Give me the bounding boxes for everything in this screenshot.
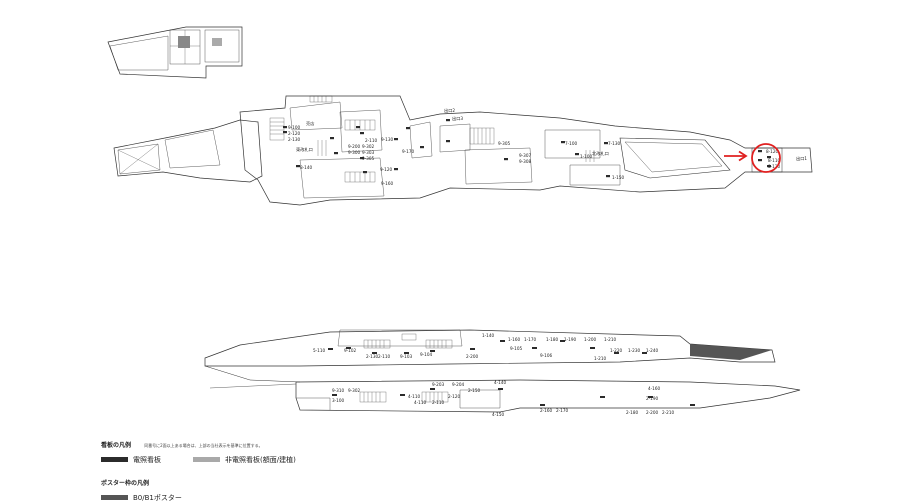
board-code: 9-105 <box>510 346 523 351</box>
board-code: 1-150 <box>612 175 625 180</box>
platform-lower-labels: 9-310 9-302 9-203 9-204 4-110 3-100 4-11… <box>332 380 675 417</box>
board-code: 9-100 <box>288 125 301 130</box>
board-code: 9-106 <box>540 353 553 358</box>
lit-board-swatch-icon <box>101 457 128 462</box>
unlit-board-swatch-icon <box>193 457 220 462</box>
board-code: 9-305 <box>362 156 375 161</box>
board-code: 7-130 <box>608 141 621 146</box>
board-code: 1-160 <box>508 337 521 342</box>
arrowhead-icon <box>738 150 748 162</box>
board-code: 1-220 <box>610 348 623 353</box>
platform-board-markers <box>328 340 695 406</box>
board-code: 1-140 <box>482 333 495 338</box>
board-code: 3-100 <box>332 398 345 403</box>
board-code: 1-210 <box>594 356 607 361</box>
board-code: 9-130 <box>381 137 394 142</box>
board-code: 9-170 <box>402 149 415 154</box>
board-code: 2-200 <box>466 354 479 359</box>
board-code: 9-308 <box>519 159 532 164</box>
platform-plan <box>204 329 801 413</box>
unlit-board-label: 非電照看板(額面/建植) <box>225 456 296 464</box>
board-code: 2-120 <box>288 131 301 136</box>
board-code: 9-104 <box>420 352 433 357</box>
board-code: 4-140 <box>494 380 507 385</box>
board-code: 5-110 <box>313 348 326 353</box>
board-code: 9-303 <box>362 150 375 155</box>
exit-label: 出口2 <box>444 107 455 114</box>
board-code: 2-120 <box>448 394 461 399</box>
board-code: 9-200 <box>348 144 361 149</box>
poster-swatch-icon <box>101 495 128 500</box>
board-code: 2-160 <box>540 408 553 413</box>
board-code: 9-310 <box>332 388 345 393</box>
board-legend-note: 同番号に2面以上ある場合は、上部の当社表示を基準に位置する。 <box>144 443 263 448</box>
board-code: 9-302 <box>348 388 361 393</box>
highlight-marker <box>724 143 781 173</box>
board-code: 9-120 <box>380 167 393 172</box>
gate-label: 東改札口 <box>296 146 313 153</box>
board-code: 4-110 <box>408 394 421 399</box>
board-code: 2-110 <box>432 400 445 405</box>
poster-label: B0/B1ポスター <box>133 494 182 502</box>
legend-row-poster: B0/B1ポスター <box>101 492 431 504</box>
highlight-circle-icon <box>751 143 781 173</box>
board-code: 2-190 <box>646 396 659 401</box>
exit-label: 出口1 <box>796 155 807 162</box>
board-code: 2-200 <box>646 410 659 415</box>
board-code: 8-110 <box>768 158 781 163</box>
board-legend-title: 看板の凡例 <box>101 442 132 449</box>
board-code: 1-240 <box>646 348 659 353</box>
board-code: 2-110 <box>378 354 391 359</box>
concourse-board-labels: 9-100 2-120 2-130 8-140 2-110 9-200 9-30… <box>288 125 781 186</box>
legend-row-lit: 電照看板 非電照看板(額面/建植) <box>101 454 431 466</box>
station-floor-plan: 9-100 2-120 2-130 8-140 2-110 9-200 9-30… <box>107 26 813 417</box>
lit-board-label: 電照看板 <box>133 456 161 464</box>
gate-label: 北改札口 <box>592 150 609 157</box>
board-code: 1-190 <box>564 337 577 342</box>
board-code: 2-210 <box>662 410 675 415</box>
platform-upper-labels: 5-110 9-102 2-130 2-110 9-103 9-104 1-14… <box>313 333 659 361</box>
board-code: 9-300 <box>348 150 361 155</box>
board-code: 2-130 <box>366 354 379 359</box>
concourse-board-markers <box>283 119 771 178</box>
concourse-plan <box>113 95 813 206</box>
board-code: 2-170 <box>556 408 569 413</box>
board-code: 9-305 <box>498 141 511 146</box>
shop-label: 売店 <box>306 120 314 127</box>
legend: 看板の凡例 同番号に2面以上ある場合は、上部の当社表示を基準に位置する。 電照看… <box>101 432 431 504</box>
board-code: 1-230 <box>628 348 641 353</box>
board-code: 1-210 <box>604 337 617 342</box>
poster-legend-title: ポスター枠の凡例 <box>101 480 150 487</box>
board-code: 2-180 <box>626 410 639 415</box>
board-code: 7-100 <box>565 141 578 146</box>
board-code: 1-180 <box>546 337 559 342</box>
board-code: 9-102 <box>344 348 357 353</box>
board-code: 9-307 <box>519 153 532 158</box>
board-code: 1-170 <box>524 337 537 342</box>
board-code: 8-140 <box>300 165 313 170</box>
board-code: 2-150 <box>468 388 481 393</box>
board-code: 9-103 <box>400 354 413 359</box>
board-code: 1-100 <box>580 154 593 159</box>
exit-label: 出口3 <box>452 115 463 122</box>
board-code: 8-120 <box>768 164 781 169</box>
board-code: 8-120 <box>766 149 779 154</box>
board-code: 9-302 <box>362 144 375 149</box>
concourse-area-labels: 売店 東改札口 北改札口 出口2 出口3 出口1 <box>296 107 807 162</box>
board-code: 2-110 <box>365 138 378 143</box>
board-code: 9-203 <box>432 382 445 387</box>
board-code: 9-204 <box>452 382 465 387</box>
upper-floor-inset <box>107 26 243 79</box>
board-code: 9-160 <box>381 181 394 186</box>
board-code: 4-160 <box>648 386 661 391</box>
board-code: 1-200 <box>584 337 597 342</box>
board-code: 4-150 <box>492 412 505 417</box>
board-code: 4-110 <box>414 400 427 405</box>
board-code: 2-130 <box>288 137 301 142</box>
